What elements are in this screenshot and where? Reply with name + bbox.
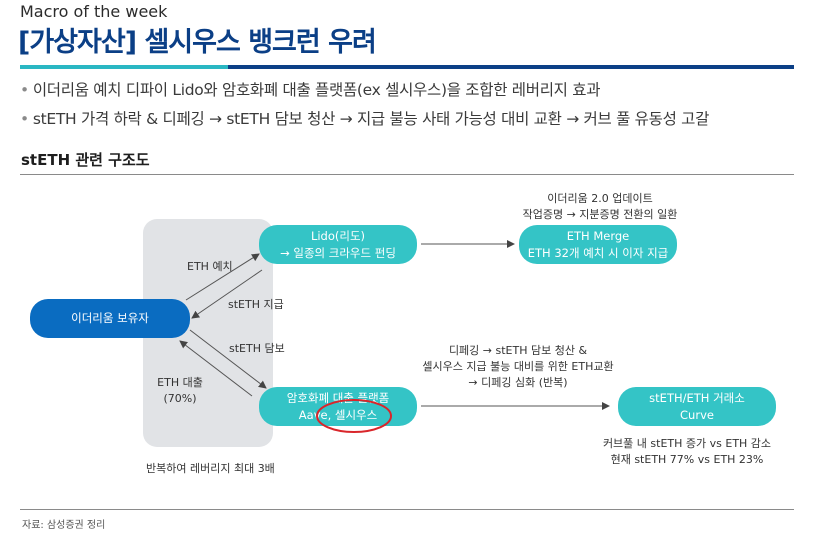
edge-label-steth-payout: stETH 지급 bbox=[228, 298, 284, 311]
annotation-line: 현재 stETH 77% vs ETH 23% bbox=[610, 453, 764, 466]
merge-annotation: 이더리움 2.0 업데이트 작업증명 → 지분증명 전환의 일환 bbox=[500, 191, 700, 223]
footer-divider bbox=[20, 509, 794, 510]
arrow-holder-to-lido bbox=[185, 253, 260, 301]
node-eth-merge: ETH Merge ETH 32개 예치 시 이자 지급 bbox=[519, 225, 677, 264]
title-underline-accent bbox=[20, 65, 228, 69]
arrow-lido-to-holder bbox=[191, 269, 263, 319]
arrow-lending-to-holder bbox=[179, 340, 253, 397]
node-sublabel: ETH 32개 예치 시 이자 지급 bbox=[527, 245, 669, 260]
edge-label-eth-loan: ETH 대출 (70%) bbox=[154, 375, 206, 407]
edge-label-steth-collateral: stETH 담보 bbox=[229, 342, 285, 355]
arrow-holder-to-lending bbox=[189, 329, 267, 389]
depeg-annotation: 디페깅 → stETH 담보 청산 & 셀시우스 지급 불능 대비를 위한 ET… bbox=[398, 343, 638, 391]
bullet-text: 이더리움 예치 디파이 Lido와 암호화폐 대출 플랫폼(ex 셀시우스)을 … bbox=[32, 81, 601, 99]
eyebrow-label: Macro of the week bbox=[20, 2, 168, 21]
section-title: stETH 관련 구조도 bbox=[21, 151, 150, 169]
bullet-item: •stETH 가격 하락 & 디페깅 → stETH 담보 청산 → 지급 불능… bbox=[20, 107, 709, 129]
node-label: ETH Merge bbox=[566, 228, 630, 243]
title-underline bbox=[228, 65, 794, 69]
annotation-line: 셀시우스 지급 불능 대비를 위한 ETH교환 bbox=[422, 360, 614, 373]
edge-label-eth-deposit: ETH 예치 bbox=[187, 260, 233, 273]
bullet-text: stETH 가격 하락 & 디페깅 → stETH 담보 청산 → 지급 불능 … bbox=[32, 110, 710, 128]
curve-annotation: 커브풀 내 stETH 증가 vs ETH 감소 현재 stETH 77% vs… bbox=[587, 436, 787, 468]
page-title: [가상자산] 셀시우스 뱅크런 우려 bbox=[18, 27, 377, 58]
node-label: 이더리움 보유자 bbox=[71, 311, 149, 325]
annotation-line: 커브풀 내 stETH 증가 vs ETH 감소 bbox=[602, 437, 772, 450]
node-eth-holder: 이더리움 보유자 bbox=[30, 299, 190, 338]
section-divider bbox=[20, 174, 794, 175]
celsius-highlight-circle bbox=[316, 399, 392, 433]
edge-label-line: (70%) bbox=[163, 392, 197, 405]
node-curve-exchange: stETH/ETH 거래소 Curve bbox=[618, 387, 776, 426]
loop-note: 반복하여 레버리지 최대 3배 bbox=[146, 462, 275, 475]
annotation-line: → 디페깅 심화 (반복) bbox=[468, 376, 568, 389]
annotation-line: 작업증명 → 지분증명 전환의 일환 bbox=[522, 208, 678, 221]
source-note: 자료: 삼성증권 정리 bbox=[22, 520, 106, 531]
bullet-item: •이더리움 예치 디파이 Lido와 암호화폐 대출 플랫폼(ex 셀시우스)을… bbox=[20, 78, 601, 100]
annotation-line: 디페깅 → stETH 담보 청산 & bbox=[448, 344, 588, 357]
edge-label-line: ETH 대출 bbox=[157, 376, 203, 389]
node-label: Lido(리도) bbox=[310, 228, 366, 243]
annotation-line: 이더리움 2.0 업데이트 bbox=[547, 192, 653, 205]
bullet-dot-icon: • bbox=[20, 81, 29, 99]
node-sublabel: → 일종의 크라우드 펀딩 bbox=[280, 245, 396, 260]
node-sublabel: Curve bbox=[680, 407, 714, 422]
node-label: stETH/ETH 거래소 bbox=[649, 390, 745, 405]
node-lido: Lido(리도) → 일종의 크라우드 펀딩 bbox=[259, 225, 417, 264]
bullet-dot-icon: • bbox=[20, 110, 29, 128]
node-lending-platform: 암호화폐 대출 플랫폼 Aave, 셀시우스 bbox=[259, 387, 417, 426]
